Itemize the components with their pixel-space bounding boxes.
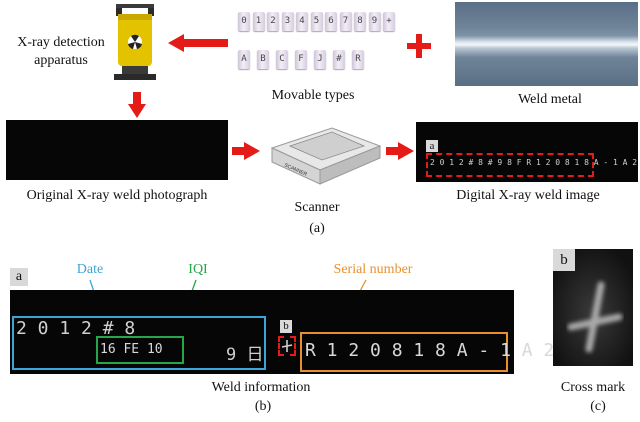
strip-tag-a: a (10, 268, 28, 286)
digital-strip-text: 2 0 1 2 # 8 # 9 8 F R 1 2 0 8 1 8 A - 1 … (430, 158, 638, 167)
movable-type-tile: 0 (238, 12, 250, 31)
serial-number-text: R 1 2 0 8 1 8 A - 1 A 2 (305, 340, 555, 361)
cross-mark-tag-b: b (553, 249, 575, 271)
digital-info-box (426, 153, 594, 177)
serial-number-label: Serial number (333, 262, 413, 277)
date-box (12, 316, 266, 370)
caption-c: (c) (590, 399, 606, 414)
iqi-text: 16 FE 10 (100, 342, 163, 357)
movable-type-tile: + (383, 12, 395, 31)
digital-tag-a: a (426, 140, 438, 152)
date-text: 2 0 1 2 # 8 (16, 318, 136, 339)
arrow-left-to-xray (168, 34, 228, 52)
day-text: 9 日 (226, 345, 264, 365)
movable-type-tile: 1 (252, 12, 265, 31)
movable-type-tile: A (238, 50, 250, 69)
movable-type-tile: 9 (368, 12, 381, 31)
caption-a: (a) (309, 221, 325, 236)
movable-type-tile: 3 (281, 12, 294, 31)
caption-b: (b) (254, 399, 272, 414)
cross-tag-b: b (280, 320, 292, 333)
cross-mark-small-icon (281, 340, 293, 352)
movable-type-tile: 6 (325, 12, 337, 31)
movable-type-tile: 5 (310, 12, 323, 31)
movable-type-tile: B (257, 50, 269, 69)
scanner-image: SCANNER (262, 118, 382, 188)
digital-image-label: Digital X-ray weld image (456, 188, 600, 203)
digital-xray-image: a 2 0 1 2 # 8 # 9 8 F R 1 2 0 8 1 8 A - … (416, 122, 638, 182)
movable-type-tile: R (352, 50, 364, 69)
original-xray-photo (6, 120, 228, 180)
arrow-right-to-scanner (232, 142, 260, 160)
scanner-label: Scanner (294, 200, 340, 215)
movable-type-tile: 7 (339, 12, 352, 31)
date-label: Date (76, 262, 104, 277)
movable-type-tile: J (314, 50, 326, 69)
movable-type-tile: # (333, 50, 345, 69)
movable-types-label: Movable types (271, 88, 355, 103)
weld-metal-image (455, 2, 638, 86)
arrow-right-to-digital (386, 142, 414, 160)
xray-apparatus-label: X-ray detection apparatus (17, 35, 105, 68)
movable-type-tile: C (276, 50, 288, 69)
movable-type-tile: F (295, 50, 307, 69)
iqi-label: IQI (188, 262, 208, 277)
cross-mark-box (278, 336, 296, 356)
movable-type-tile: 2 (267, 12, 279, 31)
iqi-box (96, 336, 184, 364)
weld-information-label: Weld information (211, 380, 311, 395)
movable-type-tile: 8 (354, 12, 366, 31)
arrow-down-to-photo (128, 92, 146, 118)
serial-number-box (300, 332, 508, 372)
plus-icon (407, 34, 431, 58)
weld-metal-label: Weld metal (518, 92, 582, 107)
cross-mark-label: Cross mark (560, 380, 626, 395)
movable-type-tile: 4 (296, 12, 308, 31)
original-photo-label: Original X-ray weld photograph (26, 188, 208, 203)
xray-apparatus-image (112, 2, 158, 84)
